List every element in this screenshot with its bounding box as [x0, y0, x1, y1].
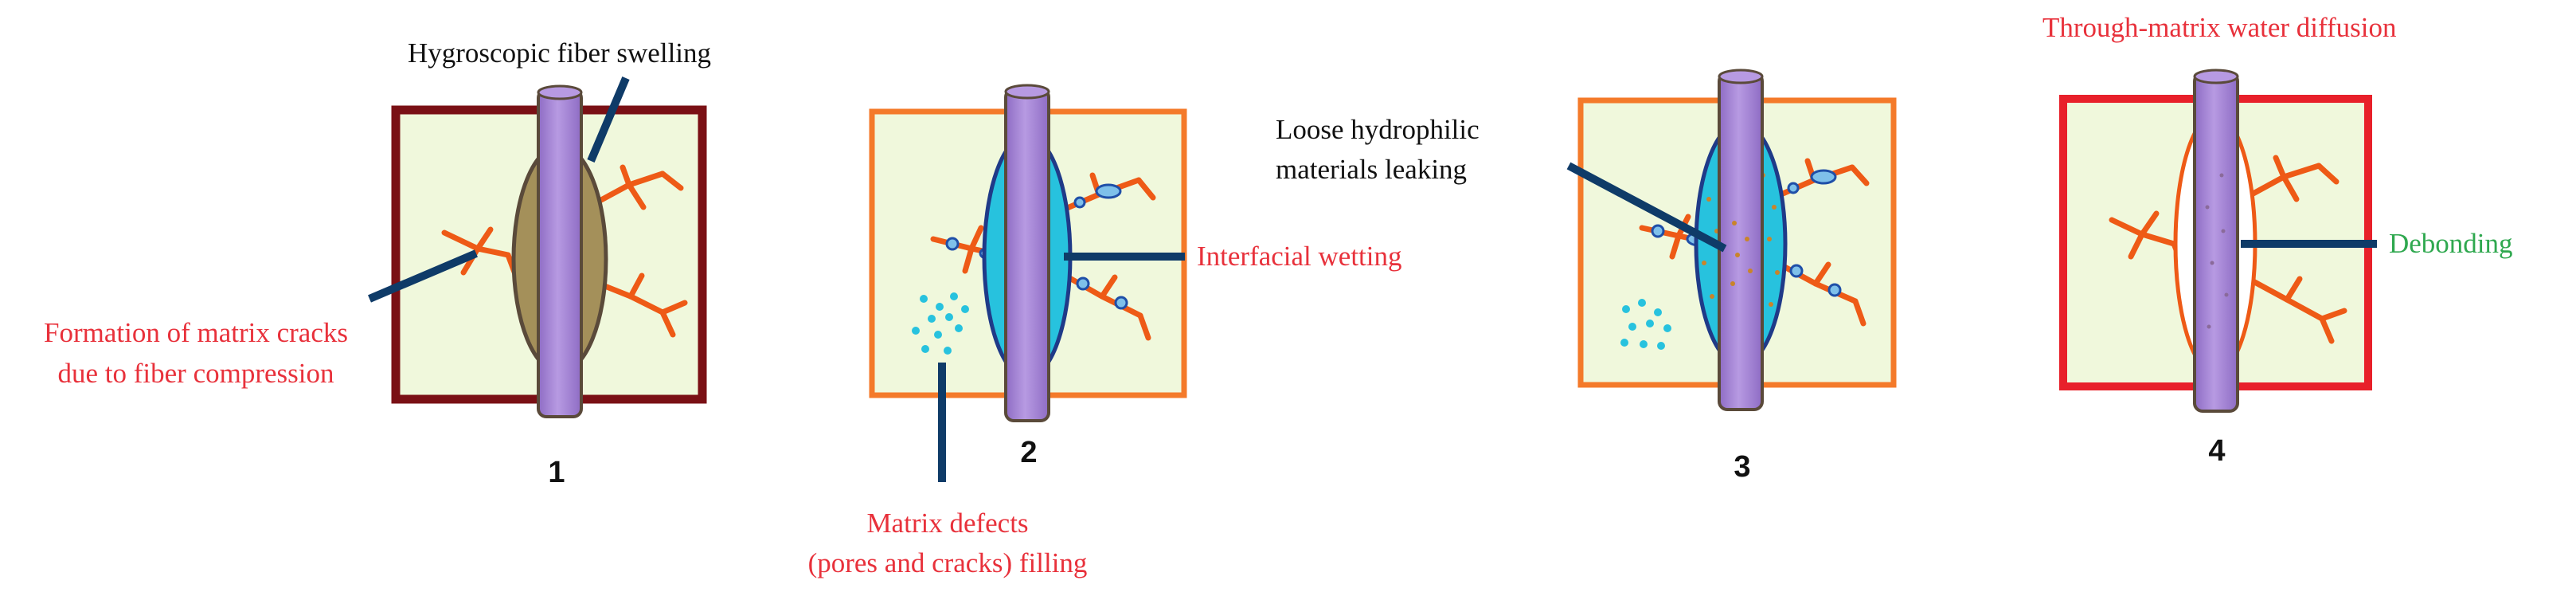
- panel-1-number: 1: [548, 456, 565, 489]
- panel-3-fiber: [1718, 72, 1764, 411]
- panel-3-fiber-particles: [1730, 221, 1753, 286]
- panel-3-label-leaking-line2: materials leaking: [1276, 154, 1467, 185]
- panel-2-label-defects-line1: Matrix defects: [866, 508, 1028, 539]
- panel-4-number: 4: [2208, 434, 2225, 468]
- panel-1-swelling-pointer: [587, 76, 630, 163]
- panel-3-leaking-particles: [1702, 173, 1780, 329]
- panel-2-pore-dots: [912, 292, 969, 355]
- panel-1-label-cracks-line2: due to fiber compression: [58, 358, 334, 389]
- panel-2-number: 2: [1020, 436, 1037, 469]
- panel-1: Hygroscopic fiber swelling Formation of …: [44, 37, 711, 489]
- panel-1-label-swelling: Hygroscopic fiber swelling: [408, 37, 711, 69]
- panel-4-fiber-particles: [2205, 173, 2229, 329]
- panel-3: Loose hydrophilic materials leaking 3: [1276, 69, 1897, 484]
- panel-1-label-cracks-line1: Formation of matrix cracks: [44, 317, 348, 348]
- panel-3-fiber-top: [1718, 69, 1764, 84]
- panel-1-crack-pointer: [368, 249, 478, 303]
- panel-4: Through-matrix water diffusion Debonding…: [2042, 12, 2513, 468]
- panel-4-fiber-top: [2193, 69, 2239, 84]
- panel-3-leaking-pointer: [1566, 162, 1727, 253]
- panel-2-label-defects-line2: (pores and cracks) filling: [808, 547, 1088, 578]
- panel-2-label-wetting: Interfacial wetting: [1197, 241, 1402, 272]
- panel-2-fiber: [1004, 88, 1050, 422]
- panel-4-label-debonding: Debonding: [2389, 228, 2513, 259]
- panel-2-fiber-top: [1004, 84, 1050, 100]
- panel-3-number: 3: [1734, 450, 1750, 484]
- panel-3-pore-dots: [1620, 299, 1671, 350]
- panel-2: Interfacial wetting Matrix defects (pore…: [808, 84, 1402, 578]
- panel-4-fiber: [2193, 72, 2239, 413]
- panel-1-fiber: [537, 88, 583, 418]
- panel-3-label-leaking-line1: Loose hydrophilic: [1276, 114, 1480, 145]
- panel-4-label-diffusion: Through-matrix water diffusion: [2042, 12, 2397, 43]
- panel-1-fiber-top: [537, 84, 583, 100]
